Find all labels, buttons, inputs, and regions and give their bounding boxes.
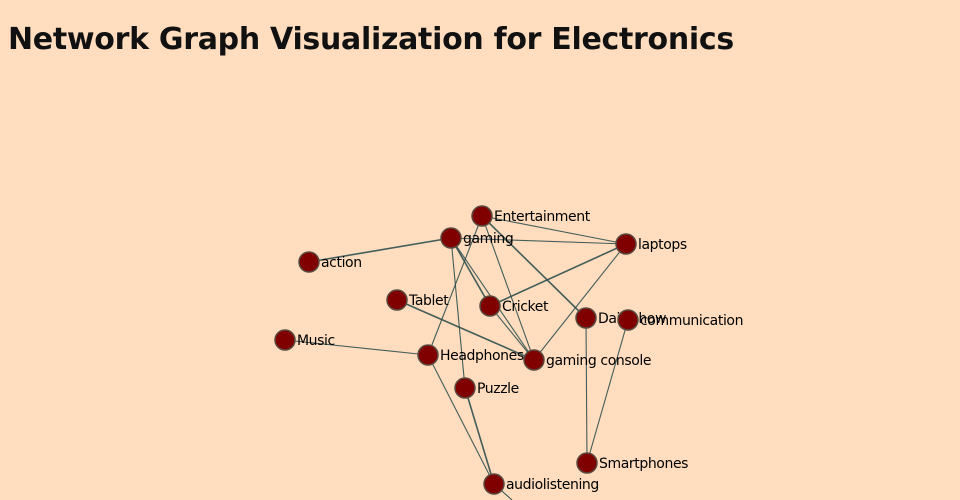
node-headphones[interactable]: Headphones [417, 344, 524, 366]
node-music[interactable]: Music [274, 329, 335, 351]
edge-puzzle-audiolistening [464, 387, 495, 485]
edge-headphones-audiolistening [427, 354, 495, 485]
node-label: Tablet [408, 293, 449, 309]
node-circle[interactable] [483, 473, 505, 495]
edge-entertainment-dailyshow [481, 215, 587, 319]
edge-laptops-gaming-console [533, 243, 627, 361]
node-label: Smartphones [599, 456, 688, 472]
node-label: action [321, 255, 362, 271]
node-label: Cricket [502, 299, 549, 315]
node-circle[interactable] [523, 349, 545, 371]
edge-cricket-gaming-console [489, 305, 535, 361]
node-circle[interactable] [617, 309, 639, 331]
node-circle[interactable] [615, 233, 637, 255]
node-audiolistening[interactable]: audiolistening [483, 473, 599, 495]
node-action[interactable]: action [298, 251, 362, 273]
node-circle[interactable] [479, 295, 501, 317]
edge-music-headphones [284, 339, 429, 356]
node-puzzle[interactable]: Puzzle [454, 377, 519, 399]
node-circle[interactable] [417, 344, 439, 366]
node-communication[interactable]: communication [617, 309, 743, 331]
edge-tablet-gaming-console [396, 299, 535, 361]
node-circle[interactable] [274, 329, 296, 351]
node-label: gaming [463, 231, 513, 247]
edge-cricket-laptops [489, 243, 627, 307]
edge-entertainment-gaming-console [481, 215, 535, 361]
node-label: laptops [638, 237, 687, 253]
node-label: Entertainment [494, 209, 591, 225]
node-circle[interactable] [576, 452, 598, 474]
node-label: Puzzle [477, 381, 519, 397]
node-circle[interactable] [575, 307, 597, 329]
node-circle[interactable] [471, 205, 493, 227]
edge-gaming-cricket [450, 237, 491, 307]
edge-entertainment-laptops [481, 215, 627, 245]
edge-action-gaming [308, 237, 452, 263]
node-gaming[interactable]: gaming [440, 227, 514, 249]
node-tablet[interactable]: Tablet [386, 289, 450, 311]
page-title: Network Graph Visualization for Electron… [8, 22, 734, 57]
node-label: audiolistening [506, 477, 599, 493]
node-label: Headphones [440, 348, 524, 364]
node-circle[interactable] [298, 251, 320, 273]
node-laptops[interactable]: laptops [615, 233, 687, 255]
node-label: communication [640, 313, 743, 329]
node-gaming-console[interactable]: gaming console [523, 349, 652, 371]
node-entertainment[interactable]: Entertainment [471, 205, 591, 227]
node-smartphones[interactable]: Smartphones [576, 452, 689, 474]
node-circle[interactable] [386, 289, 408, 311]
edge-communication-smartphones [586, 319, 629, 464]
node-circle[interactable] [440, 227, 462, 249]
node-cricket[interactable]: Cricket [479, 295, 549, 317]
node-circle[interactable] [454, 377, 476, 399]
node-label: gaming console [546, 353, 651, 369]
graph-edges [284, 215, 629, 500]
node-label: Music [297, 333, 335, 349]
edge-gaming-puzzle [450, 237, 466, 389]
edge-gaming-laptops [450, 237, 627, 245]
edge-dailyshow-smartphones [585, 317, 588, 464]
